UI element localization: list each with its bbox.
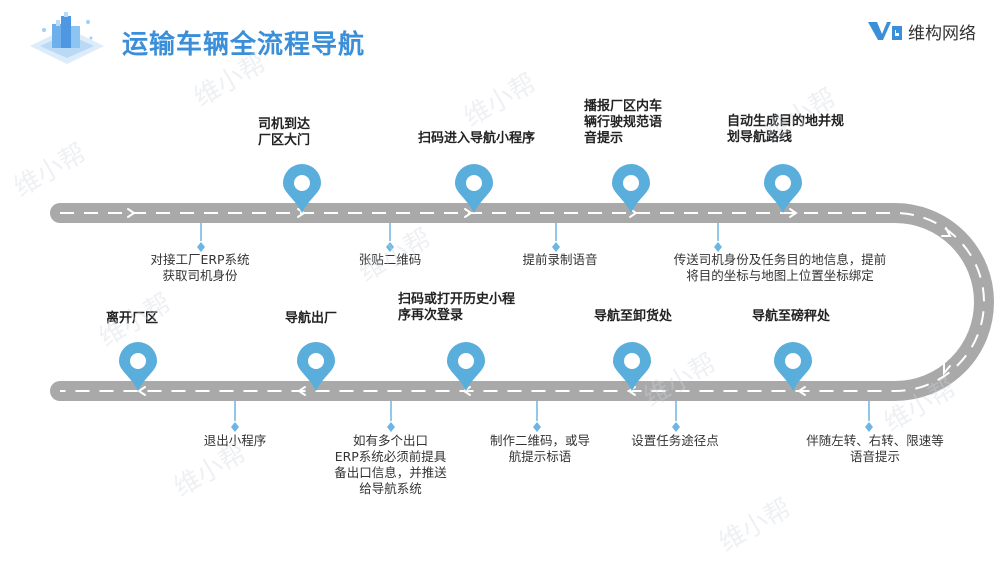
- pin-auto-route-icon: [764, 164, 802, 213]
- note-erp-identity: 对接工厂ERP系统 获取司机身份: [150, 252, 250, 283]
- connector-exit: [231, 401, 239, 432]
- connector-voice: [552, 223, 560, 252]
- note-turn-voice: 伴随左转、右转、限速等 语音提示: [806, 433, 944, 464]
- step-navigate-unload: 导航至卸货处: [594, 309, 673, 324]
- step-navigate-scale: 导航至磅秤处: [752, 309, 831, 324]
- note-set-waypoints: 设置任务途径点: [631, 433, 719, 448]
- road: [50, 203, 994, 401]
- note-send-destination: 传送司机身份及任务目的地信息，提前 将目的坐标与地图上位置坐标绑定: [673, 252, 887, 283]
- city-illustration: [30, 12, 104, 64]
- connector-destination: [714, 223, 722, 252]
- step-scan-enter-mini-program: 扫码进入导航小程序: [418, 131, 536, 146]
- note-prerecord-voice: 提前录制语音: [522, 252, 598, 267]
- road-arrows: [127, 208, 952, 396]
- step-navigate-exit: 导航出厂: [285, 311, 338, 326]
- page-title: 运输车辆全流程导航: [122, 30, 366, 60]
- note-exit-mini-program: 退出小程序: [203, 433, 267, 448]
- vg-logo-mark: [868, 22, 902, 40]
- step-leave-factory: 离开厂区: [106, 311, 159, 326]
- pin-leave-factory-icon: [119, 342, 157, 391]
- step-auto-route: 自动生成目的地并规 划导航路线: [727, 114, 845, 145]
- connector-make-qrcode: [533, 401, 541, 432]
- connector-turn-voice: [865, 401, 873, 432]
- pin-arrive-gate-icon: [283, 164, 321, 213]
- pin-scan-enter-icon: [455, 164, 493, 213]
- connector-multi-exit: [387, 401, 395, 432]
- pin-navigate-exit-icon: [297, 341, 335, 391]
- step-broadcast-rules: 播报厂区内车 辆行驶规范语 音提示: [584, 99, 663, 146]
- pin-navigate-scale-icon: [774, 342, 812, 391]
- note-post-qrcode: 张贴二维码: [358, 252, 422, 267]
- connector-erp: [197, 223, 205, 252]
- note-multiple-exits: 如有多个出口 ERP系统必须前提具 备出口信息，并推送 给导航系统: [334, 433, 447, 496]
- brand-name: 维构网络: [908, 23, 976, 44]
- road-center-line: [60, 212, 985, 392]
- pin-broadcast-icon: [612, 164, 650, 213]
- pin-relogin-icon: [447, 342, 485, 391]
- note-make-qrcode: 制作二维码，或导 航提示标语: [489, 433, 590, 464]
- step-relogin: 扫码或打开历史小程 序再次登录: [398, 292, 516, 323]
- pin-navigate-unload-icon: [613, 342, 651, 391]
- connector-qrcode: [386, 223, 394, 252]
- connector-waypoints: [672, 401, 680, 432]
- brand-logo: 维构网络: [868, 20, 976, 44]
- step-arrive-gate: 司机到达 厂区大门: [258, 117, 311, 148]
